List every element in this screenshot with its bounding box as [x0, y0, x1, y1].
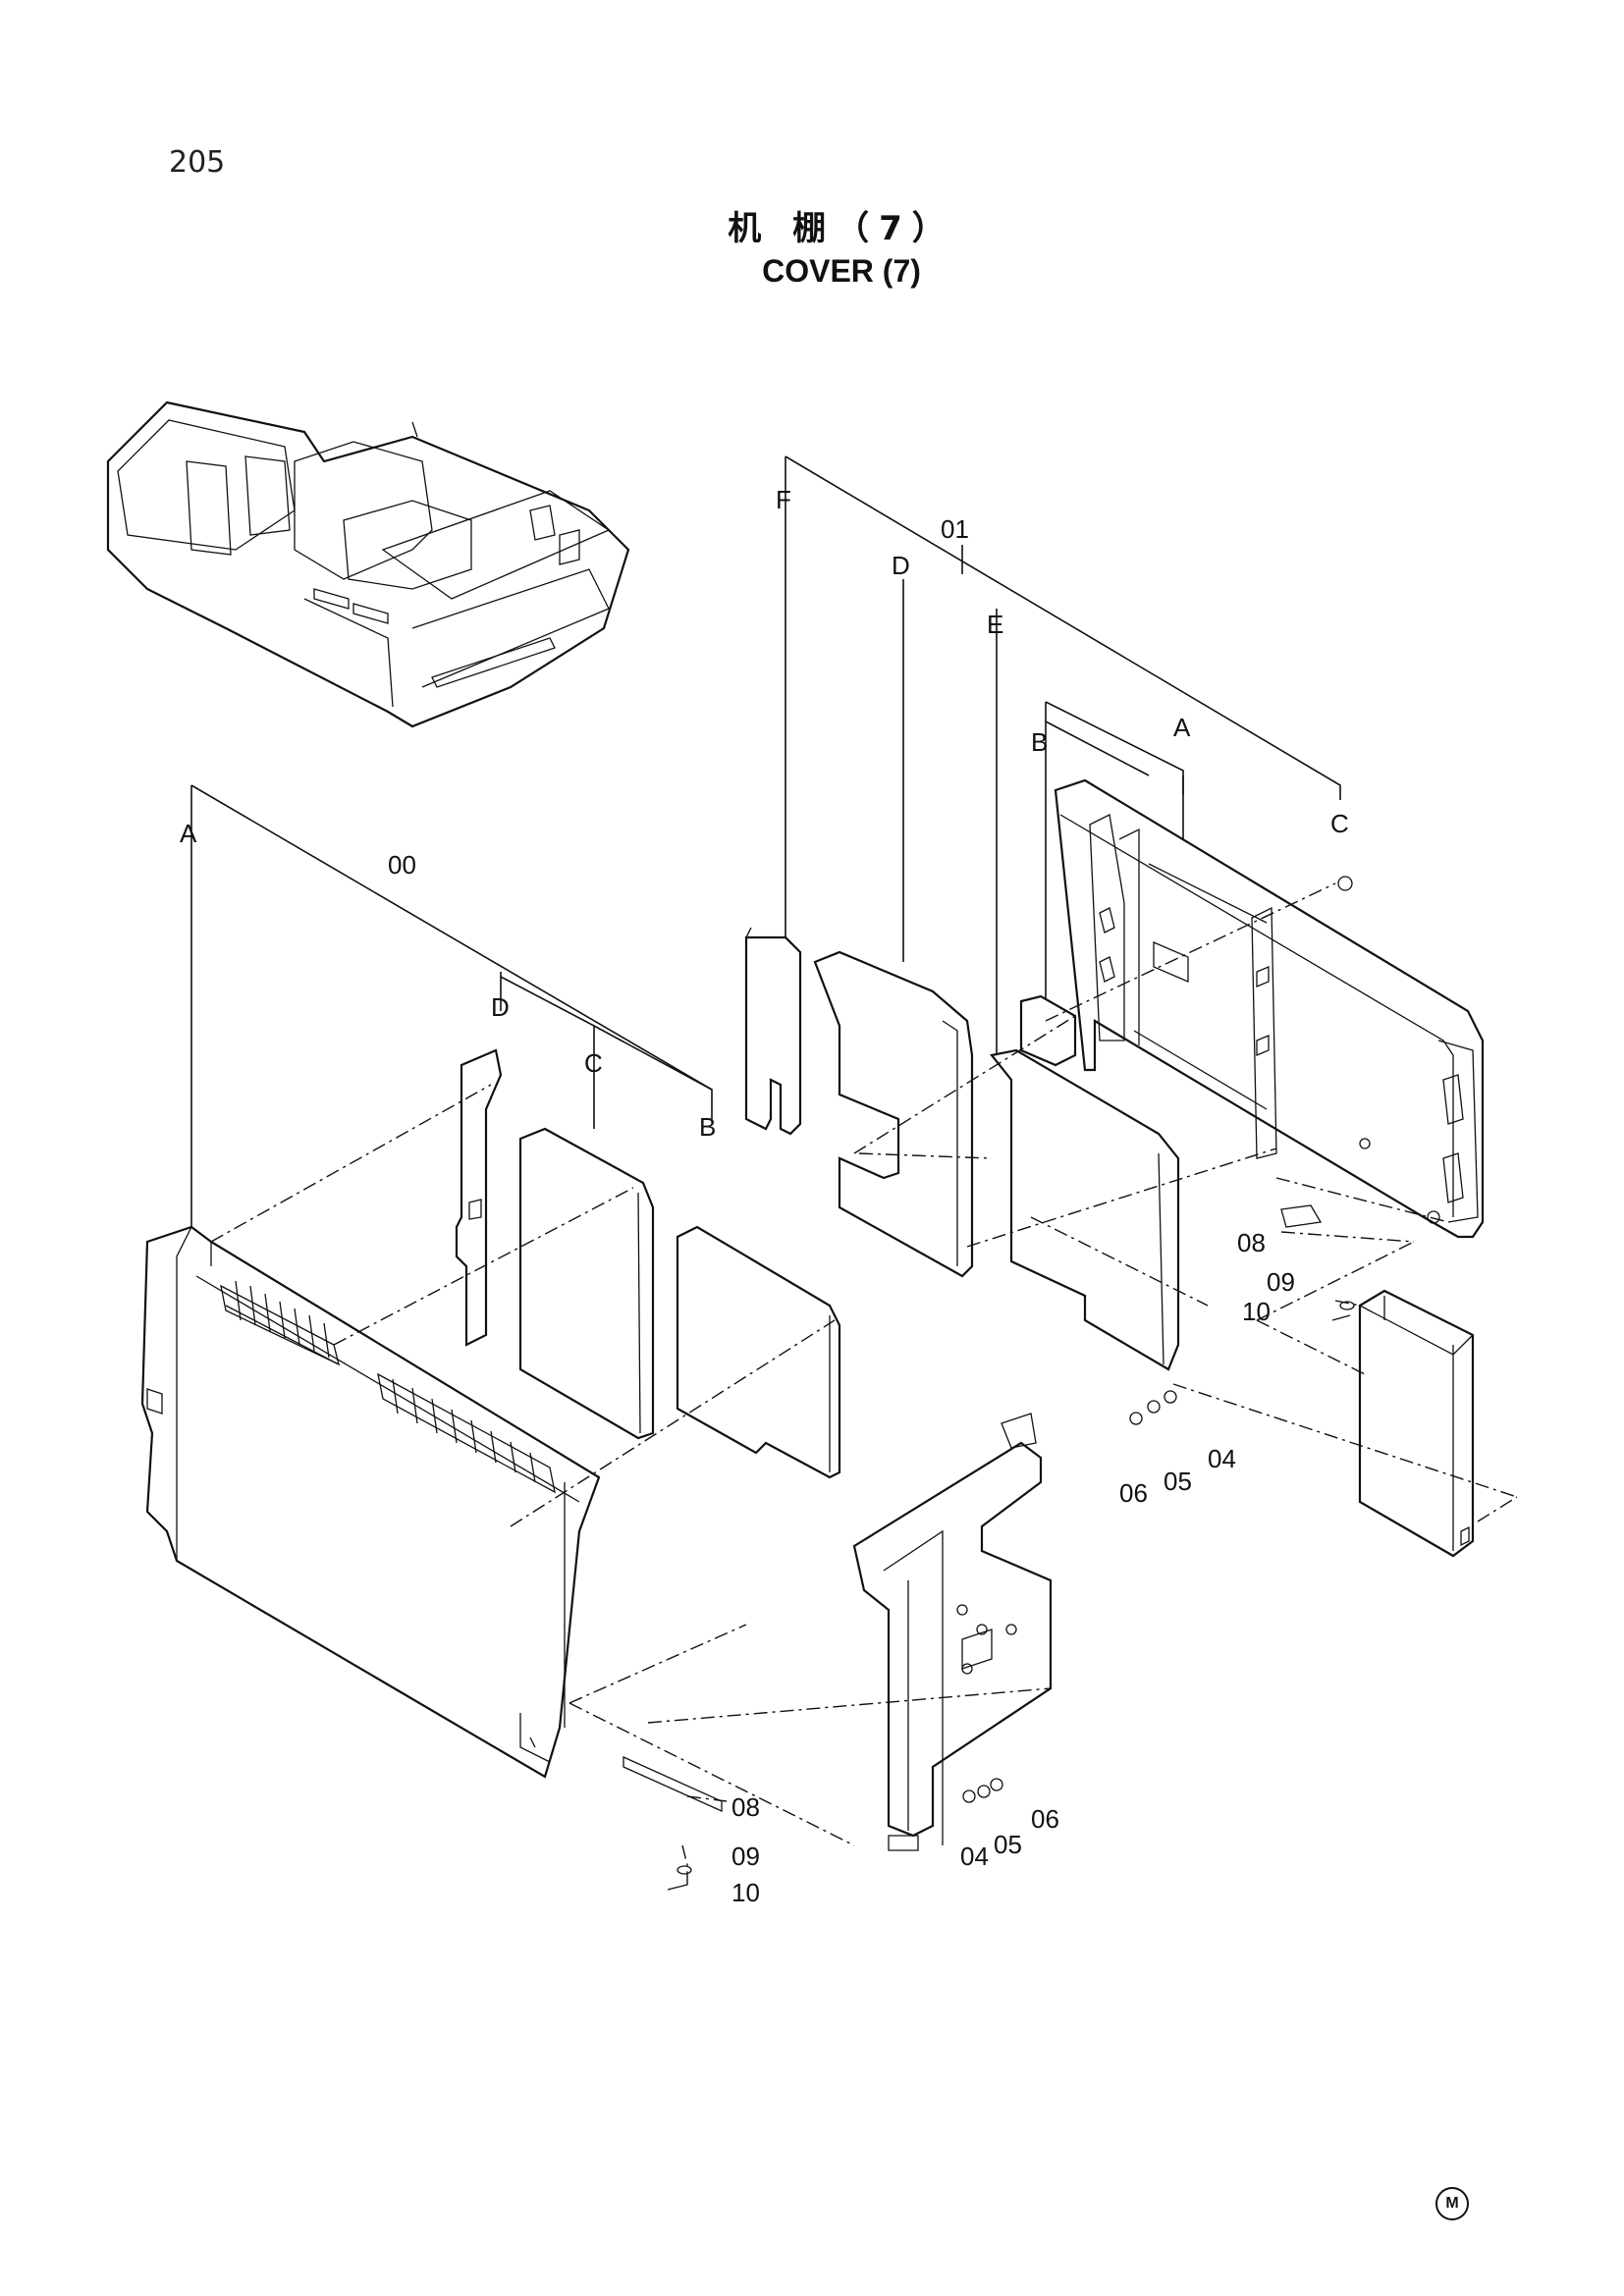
- label-00: 00: [388, 850, 416, 880]
- label-05-upper: 05: [1164, 1467, 1192, 1496]
- upper-panels: [744, 927, 1180, 1371]
- label-04-lower: 04: [960, 1842, 989, 1871]
- side-box: [1358, 1289, 1475, 1558]
- manufacturer-mark: M: [1435, 2187, 1469, 2220]
- title-english: COVER (7): [762, 253, 921, 289]
- label-08-upper: 08: [1237, 1228, 1266, 1257]
- label-F-upper: F: [776, 485, 791, 514]
- label-10-upper: 10: [1242, 1297, 1271, 1326]
- page-number: 205: [169, 145, 226, 180]
- reference-labels: F 01 D E B A C A 00 D C B 08 09 10 04 05…: [180, 485, 1349, 1907]
- label-01: 01: [941, 514, 969, 544]
- label-C-lower: C: [584, 1048, 603, 1078]
- label-08-lower: 08: [731, 1792, 760, 1822]
- label-D-lower: D: [491, 992, 510, 1022]
- label-A-upper: A: [1173, 713, 1191, 742]
- label-B-lower: B: [699, 1112, 716, 1142]
- assembly-00-linework: [190, 784, 713, 1227]
- label-B-upper: B: [1031, 727, 1048, 757]
- label-06-lower: 06: [1031, 1804, 1059, 1834]
- lower-panels: [455, 1048, 841, 1479]
- label-C-upper: C: [1330, 809, 1349, 838]
- excavator-overview: [106, 400, 630, 728]
- assembly-00-dashes: [210, 1084, 1052, 1890]
- label-D-upper: D: [892, 551, 910, 580]
- label-A-lower: A: [180, 819, 197, 848]
- hardware: [667, 1204, 1355, 1891]
- title-chinese: 机 棚（7）: [728, 209, 955, 248]
- label-06-upper: 06: [1119, 1478, 1148, 1508]
- label-10-lower: 10: [731, 1878, 760, 1907]
- upper-frame-panel: [1054, 778, 1485, 1239]
- label-04-upper: 04: [1208, 1444, 1236, 1473]
- assembly-01-dashes: [853, 882, 1518, 1522]
- label-09-upper: 09: [1267, 1267, 1295, 1297]
- label-09-lower: 09: [731, 1842, 760, 1871]
- lower-bracket: [519, 1413, 1053, 1851]
- label-05-lower: 05: [994, 1830, 1022, 1859]
- label-E: E: [987, 610, 1003, 639]
